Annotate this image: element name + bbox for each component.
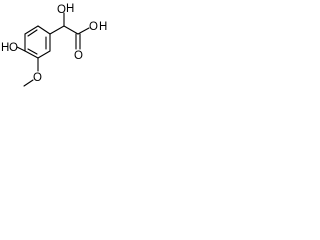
bond-ring-to-phenol-oxygen xyxy=(16,46,26,52)
phenol-hydrogen-label: H xyxy=(1,42,9,54)
alpha-hydroxyl-oxygen-label: O xyxy=(57,4,66,16)
ring-inner-double-bond-bottom-left xyxy=(27,48,38,55)
methoxy-oxygen-label: O xyxy=(33,72,42,84)
benzene-ring xyxy=(24,25,51,59)
bond-alpha-carbon-to-acid-carbon xyxy=(63,25,79,35)
bond-methoxy-oxygen-to-methyl xyxy=(23,79,34,87)
phenol-oxygen-label: O xyxy=(9,42,18,54)
ring-bond-lower-right-to-bottom xyxy=(37,50,51,59)
ring-inner-double-bond-top-left xyxy=(27,29,38,37)
acid-carbonyl-oxygen-label: O xyxy=(74,50,83,62)
chemical-structure-diagram: O H O O H H O O xyxy=(1,3,107,87)
ring-bond-upper-left-to-top xyxy=(24,25,39,35)
mandelic-acid-side-chain xyxy=(49,12,90,50)
ring-bond-top-to-upper-right xyxy=(37,25,51,35)
acid-hydroxyl-oxygen-label: O xyxy=(89,21,98,33)
methoxy-group xyxy=(23,57,39,87)
alpha-hydroxyl-hydrogen-label: H xyxy=(66,3,74,15)
bond-acid-carbon-to-hydroxyl-oxygen xyxy=(77,27,90,35)
acid-hydroxyl-hydrogen-label: H xyxy=(99,21,107,33)
ring-bond-bottom-to-lower-left xyxy=(24,50,39,59)
bond-ring-to-alpha-carbon xyxy=(49,25,65,35)
